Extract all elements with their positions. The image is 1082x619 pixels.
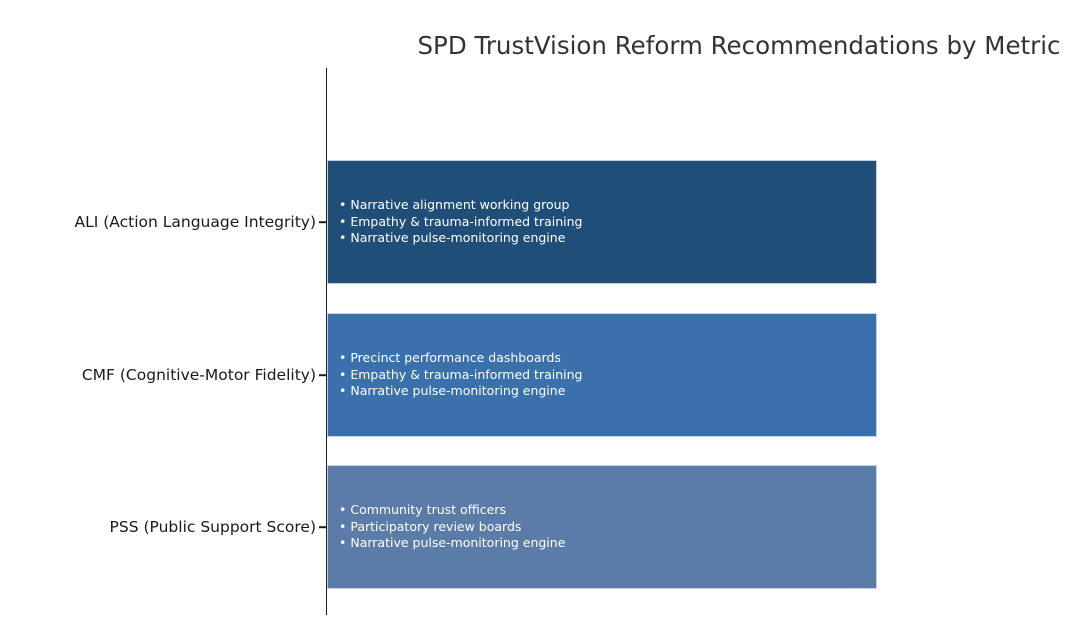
bar-item: • Precinct performance dashboards xyxy=(339,350,561,366)
bar-pss: • Community trust officers • Participato… xyxy=(327,465,877,589)
y-tick-pss xyxy=(319,526,326,528)
bar-item: • Empathy & trauma-informed training xyxy=(339,366,583,382)
bar-cmf: • Precinct performance dashboards • Empa… xyxy=(327,313,877,437)
y-tick-cmf xyxy=(319,374,326,376)
y-axis-label-cmf: CMF (Cognitive-Motor Fidelity) xyxy=(81,366,316,384)
bar-item: • Community trust officers xyxy=(339,502,506,518)
bar-item: • Narrative pulse-monitoring engine xyxy=(339,230,566,246)
bar-item: • Narrative pulse-monitoring engine xyxy=(339,383,566,399)
y-axis-line xyxy=(325,68,328,615)
bar-item: • Participatory review boards xyxy=(339,518,522,534)
bar-item: • Narrative alignment working group xyxy=(339,197,570,213)
bar-item: • Narrative pulse-monitoring engine xyxy=(339,535,566,551)
bar-item: • Empathy & trauma-informed training xyxy=(339,213,583,229)
y-axis-label-pss: PSS (Public Support Score) xyxy=(109,518,316,536)
y-axis-label-ali: ALI (Action Language Integrity) xyxy=(74,213,317,231)
y-tick-ali xyxy=(319,221,326,223)
chart-title: SPD TrustVision Reform Recommendations b… xyxy=(417,31,1061,60)
bar-ali: • Narrative alignment working group • Em… xyxy=(327,160,877,284)
